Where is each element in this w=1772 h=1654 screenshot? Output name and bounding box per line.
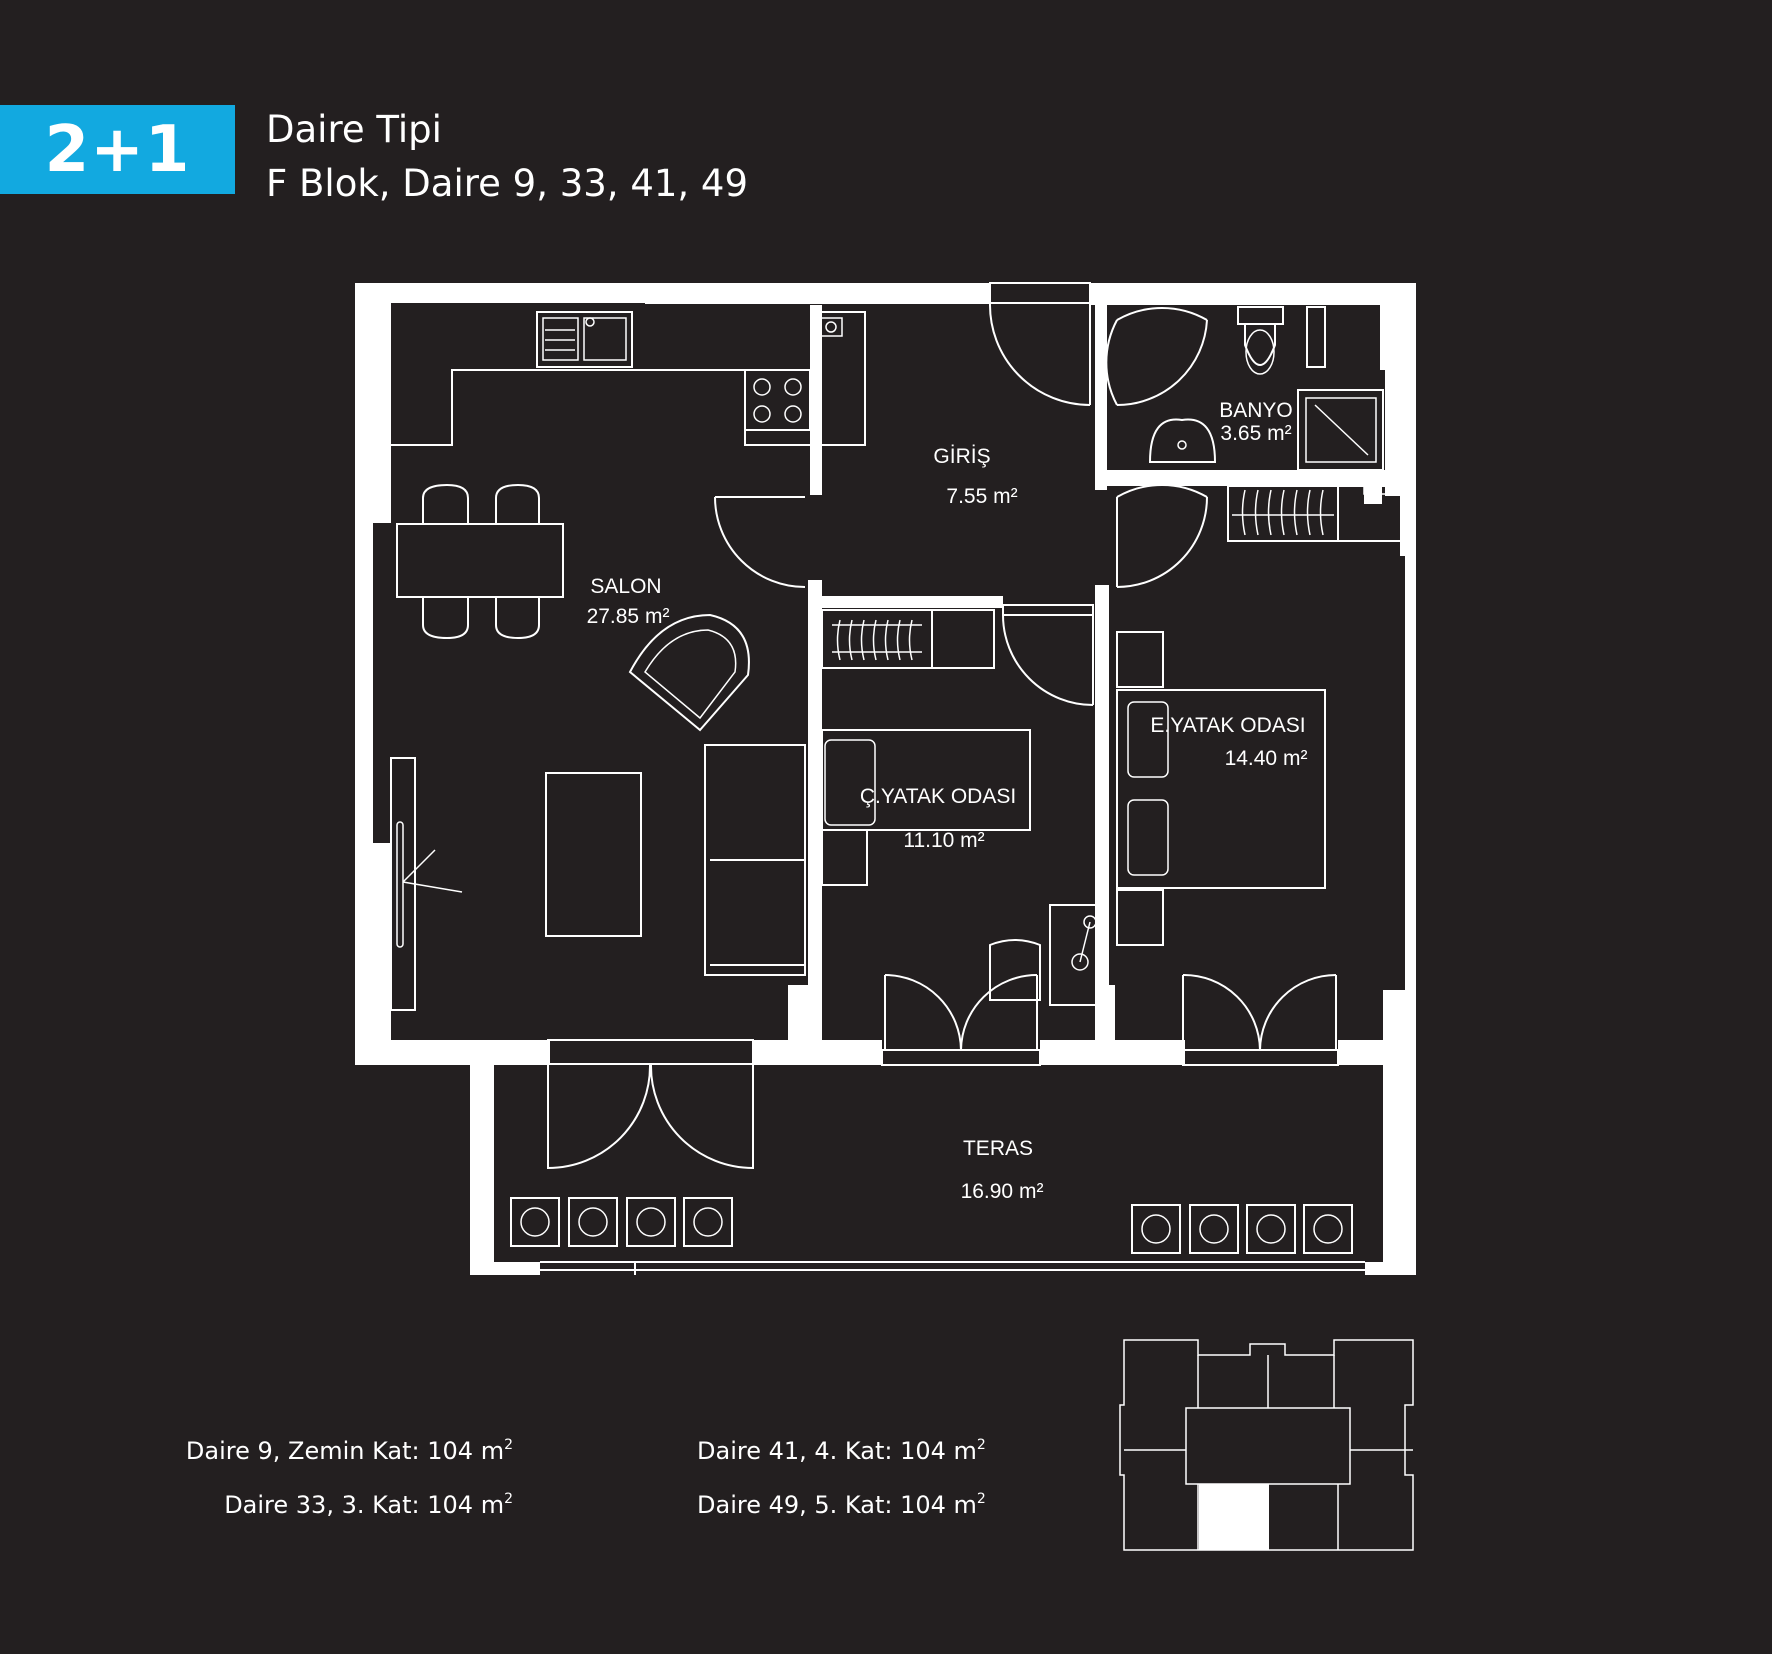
unit-label: Daire 33, 3. Kat: 104 m bbox=[224, 1491, 505, 1519]
bathroom-fixtures bbox=[1148, 306, 1387, 495]
unit-label: Daire 41, 4. Kat: 104 m bbox=[697, 1437, 977, 1465]
unit-row: Daire 41, 4. Kat: 104 m2 bbox=[697, 1437, 986, 1465]
page-title: Daire Tipi F Blok, Daire 9, 33, 41, 49 bbox=[266, 103, 748, 211]
apartment-type-label: 2+1 bbox=[44, 112, 191, 187]
teras-area: 16.90 m² bbox=[961, 1180, 1044, 1203]
c-yatak-area: 11.10 m² bbox=[903, 829, 984, 852]
outer-walls bbox=[355, 283, 1416, 1275]
unit-row: Daire 49, 5. Kat: 104 m2 bbox=[697, 1491, 986, 1519]
unit-sup: 2 bbox=[504, 1491, 513, 1507]
unit-row: Daire 33, 3. Kat: 104 m2 bbox=[224, 1491, 513, 1519]
banyo-area: 3.65 m² bbox=[1220, 422, 1291, 445]
room-labels: SALON 27.85 m² GİRİŞ 7.55 m² BANYO 3.65 … bbox=[587, 399, 1308, 1203]
unit-list: Daire 9, Zemin Kat: 104 m2 Daire 33, 3. … bbox=[186, 1437, 1010, 1547]
unit-sup: 2 bbox=[504, 1437, 513, 1453]
master-bedroom-furniture bbox=[1116, 631, 1326, 946]
apartment-type-badge: 2+1 bbox=[0, 105, 235, 194]
unit-label: Daire 49, 5. Kat: 104 m bbox=[697, 1491, 977, 1519]
unit-sup: 2 bbox=[976, 1491, 986, 1507]
teras-label: TERAS bbox=[963, 1137, 1033, 1160]
giris-area: 7.55 m² bbox=[946, 485, 1017, 508]
title-line-2: F Blok, Daire 9, 33, 41, 49 bbox=[266, 162, 749, 205]
child-bedroom-furniture bbox=[821, 729, 1103, 1006]
e-yatak-area: 14.40 m² bbox=[1225, 747, 1308, 770]
salon-area: 27.85 m² bbox=[587, 605, 670, 628]
title-line-1: Daire Tipi bbox=[266, 108, 442, 151]
unit-label: Daire 9, Zemin Kat: 104 m bbox=[185, 1437, 505, 1465]
wardrobes bbox=[821, 485, 1404, 669]
terrace-planters bbox=[510, 1197, 1353, 1254]
unit-sup: 2 bbox=[976, 1437, 986, 1453]
c-yatak-label: Ç.YATAK ODASI bbox=[860, 785, 1016, 808]
unit-row: Daire 9, Zemin Kat: 104 m2 bbox=[186, 1437, 513, 1465]
doors bbox=[547, 282, 1339, 1170]
kitchen bbox=[391, 311, 866, 446]
salon-furniture bbox=[390, 483, 806, 1011]
key-plan-highlight bbox=[1199, 1484, 1269, 1550]
giris-label: GİRİŞ bbox=[933, 445, 990, 468]
banyo-label: BANYO bbox=[1219, 399, 1293, 422]
interior-walls bbox=[788, 290, 1400, 1060]
e-yatak-label: E.YATAK ODASI bbox=[1150, 714, 1305, 737]
key-plan bbox=[1119, 1339, 1414, 1551]
salon-label: SALON bbox=[590, 575, 661, 598]
